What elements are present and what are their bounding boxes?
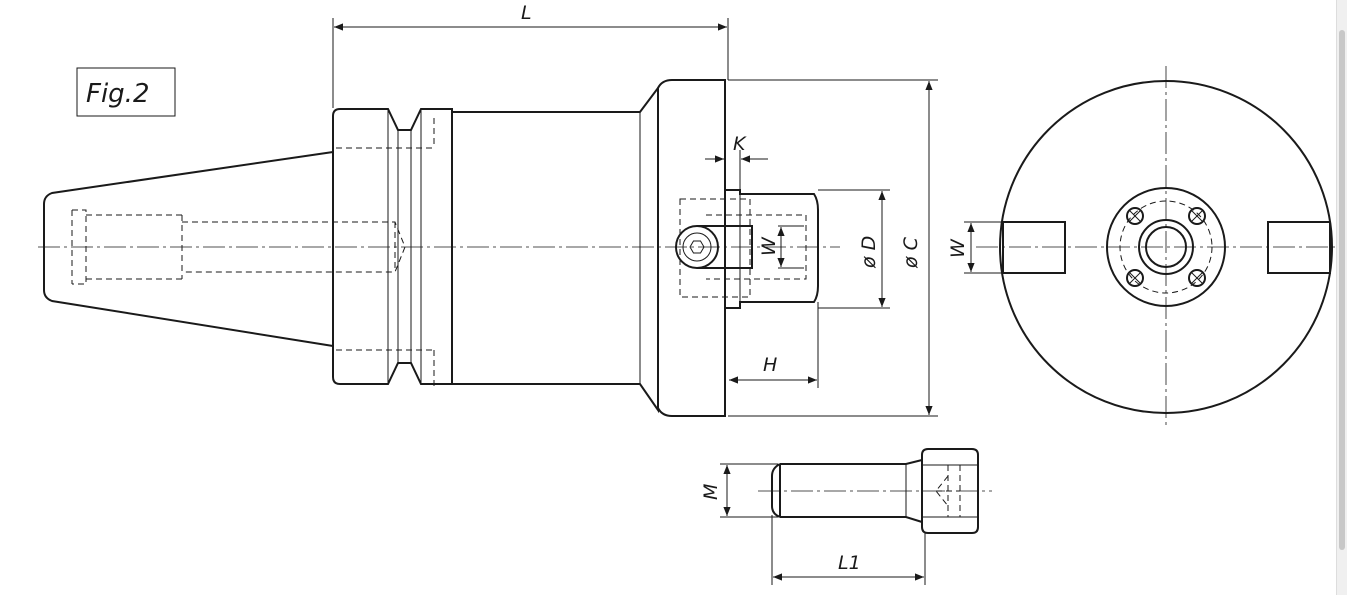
- vertical-scrollbar[interactable]: [1336, 0, 1347, 595]
- front-outline-circle: [999, 80, 1333, 414]
- figure-label: Fig.2: [86, 79, 150, 109]
- drive-key-left: [1002, 221, 1066, 274]
- dimension-L1: L1: [771, 515, 926, 585]
- dim-D-label: ø D: [858, 236, 880, 269]
- dimension-M: M: [700, 463, 778, 518]
- screw-head: [921, 448, 979, 534]
- drive-key: [697, 225, 753, 269]
- dimension-W-side: W: [758, 227, 785, 267]
- dim-W-side-label: W: [758, 236, 780, 256]
- v-flange: [332, 108, 453, 385]
- dimension-W-front: W: [947, 221, 1003, 274]
- pilot-boss: [725, 189, 819, 309]
- dim-M-label: M: [700, 484, 722, 500]
- figure-label-box: Fig.2: [76, 67, 176, 117]
- dimension-C: ø C: [728, 79, 938, 417]
- dim-L-label: L: [521, 2, 532, 24]
- dim-H-label: H: [763, 354, 777, 376]
- socket-head-screw: [758, 448, 992, 534]
- center-bore-outer: [1138, 219, 1194, 275]
- bolt-circle: [1119, 200, 1213, 294]
- tool-holder-front-view: [976, 66, 1342, 428]
- pull-stud-bore-hidden: [71, 209, 406, 285]
- body-cylinder: [452, 85, 659, 414]
- pilot-circle: [1106, 187, 1226, 307]
- dim-L1-label: L1: [838, 552, 861, 574]
- key-screw-head: [675, 225, 719, 269]
- dim-K-label: K: [733, 133, 747, 155]
- dimension-K: K: [705, 133, 768, 194]
- dim-C-label: ø C: [900, 236, 922, 269]
- dimension-D: ø D: [818, 189, 890, 309]
- dimension-L: L: [332, 2, 729, 108]
- hex-socket-hidden: [935, 465, 961, 517]
- front-collar: [657, 79, 726, 417]
- mounting-holes: [1126, 207, 1206, 287]
- hex-socket-icon: [689, 240, 705, 254]
- center-bore-inner: [1145, 226, 1187, 268]
- drive-key-right: [1267, 221, 1331, 274]
- taper-shank: [43, 151, 334, 347]
- dimension-H: H: [729, 302, 819, 388]
- scrollbar-thumb[interactable]: [1339, 30, 1345, 550]
- dim-W-front-label: W: [947, 238, 969, 258]
- key-slot-hidden: [679, 198, 807, 298]
- tool-holder-side-view: [38, 79, 840, 417]
